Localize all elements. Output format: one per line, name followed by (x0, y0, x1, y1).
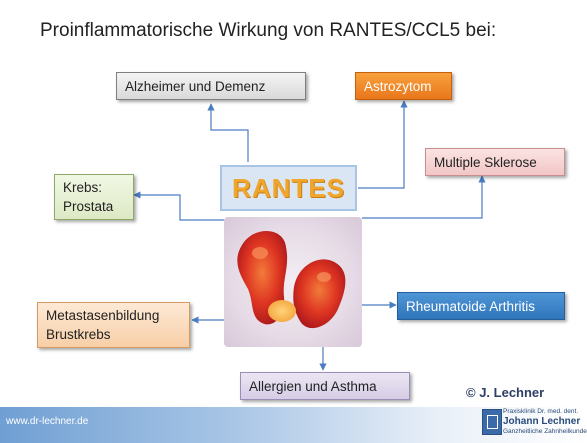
node-allergien-label: Allergien und Asthma (249, 378, 377, 394)
tissue-photo (224, 217, 362, 347)
node-rheuma-label: Rheumatoide Arthritis (406, 298, 536, 314)
slide-title: Proinflammatorische Wirkung von RANTES/C… (40, 20, 497, 41)
arrow-to-astrozytom (358, 100, 408, 189)
logo-line-3: Ganzheitliche Zahnheilkunde (503, 428, 587, 435)
node-metastasen-brustkrebs: Metastasenbildung Brustkrebs (37, 302, 190, 348)
arrow-to-krebs (133, 191, 224, 221)
node-multiple-sklerose: Multiple Sklerose (425, 148, 565, 176)
node-alzheimer: Alzheimer und Demenz (116, 72, 306, 100)
node-multiple-sklerose-label: Multiple Sklerose (434, 154, 537, 170)
node-allergien-asthma: Allergien und Asthma (240, 372, 410, 400)
node-alzheimer-label: Alzheimer und Demenz (125, 78, 266, 94)
clinic-logo-icon (482, 409, 502, 435)
node-krebs-prostata-label: Krebs: Prostata (63, 180, 114, 214)
rantes-label: RANTES (232, 172, 345, 203)
node-rheumatoide-arthritis: Rheumatoide Arthritis (397, 292, 565, 320)
footer-url[interactable]: www.dr-lechner.de (6, 416, 89, 427)
logo-line-1: Praxisklinik Dr. med. dent. (503, 408, 579, 415)
node-astrozytom: Astrozytom (355, 72, 452, 100)
copyright-text: © J. Lechner (466, 385, 545, 400)
logo-line-2: Johann Lechner (503, 416, 581, 427)
rantes-center-box: RANTES (220, 165, 357, 211)
tissue-sample-image (237, 230, 346, 329)
arrow-to-ms (362, 175, 486, 219)
node-krebs-prostata: Krebs: Prostata (54, 174, 134, 220)
arrow-to-alzheimer (207, 103, 249, 162)
node-metastasen-label: Metastasenbildung Brustkrebs (46, 308, 160, 342)
node-astrozytom-label: Astrozytom (364, 78, 432, 94)
